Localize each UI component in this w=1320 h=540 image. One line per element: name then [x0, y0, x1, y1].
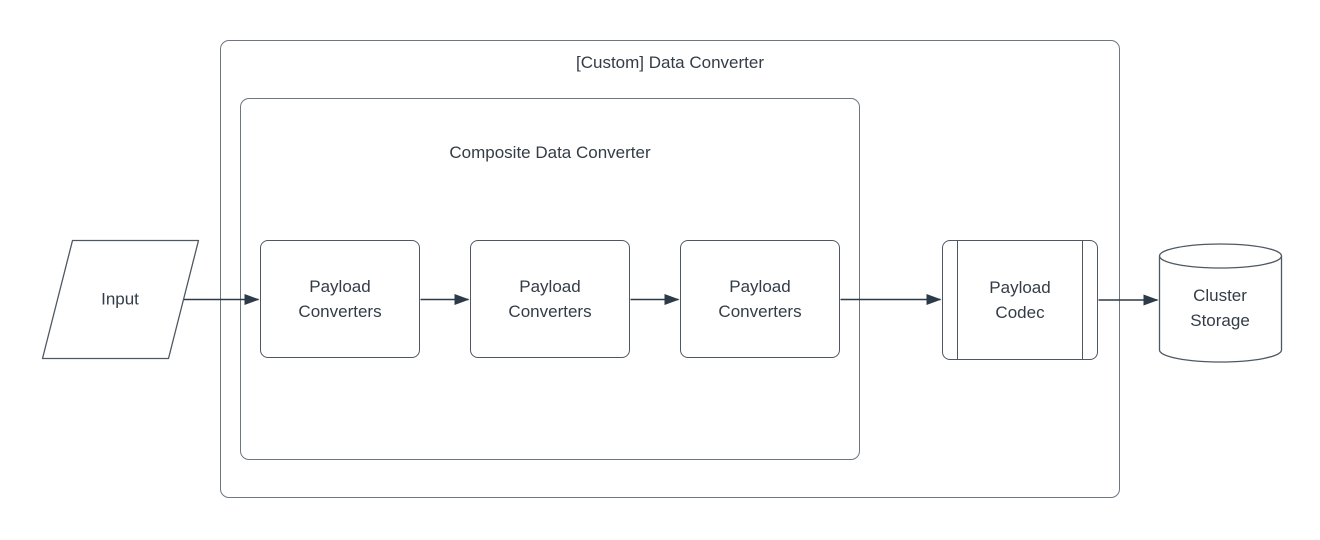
payload-converters-label-1: Payload Converters — [298, 277, 382, 321]
payload-converters-box-1: Payload Converters — [260, 240, 420, 358]
composite-data-converter-label: Composite Data Converter — [449, 143, 651, 162]
cluster-storage-rim — [1158, 255, 1283, 269]
payload-converters-box-2: Payload Converters — [470, 240, 630, 358]
payload-codec-box: Payload Codec — [942, 240, 1098, 360]
custom-data-converter-container: [Custom] Data Converter — [220, 40, 1120, 498]
custom-data-converter-label: [Custom] Data Converter — [575, 53, 764, 72]
codec-left-divider — [957, 241, 958, 359]
cluster-storage-label: Cluster Storage — [1190, 286, 1250, 330]
payload-converters-label-3: Payload Converters — [718, 277, 802, 321]
composite-data-converter-container: Composite Data Converter — [240, 98, 860, 460]
input-label: Input — [101, 289, 139, 309]
codec-right-divider — [1082, 241, 1083, 359]
payload-codec-label: Payload Codec — [989, 278, 1051, 322]
payload-converters-label-2: Payload Converters — [508, 277, 592, 321]
payload-converters-box-3: Payload Converters — [680, 240, 840, 358]
